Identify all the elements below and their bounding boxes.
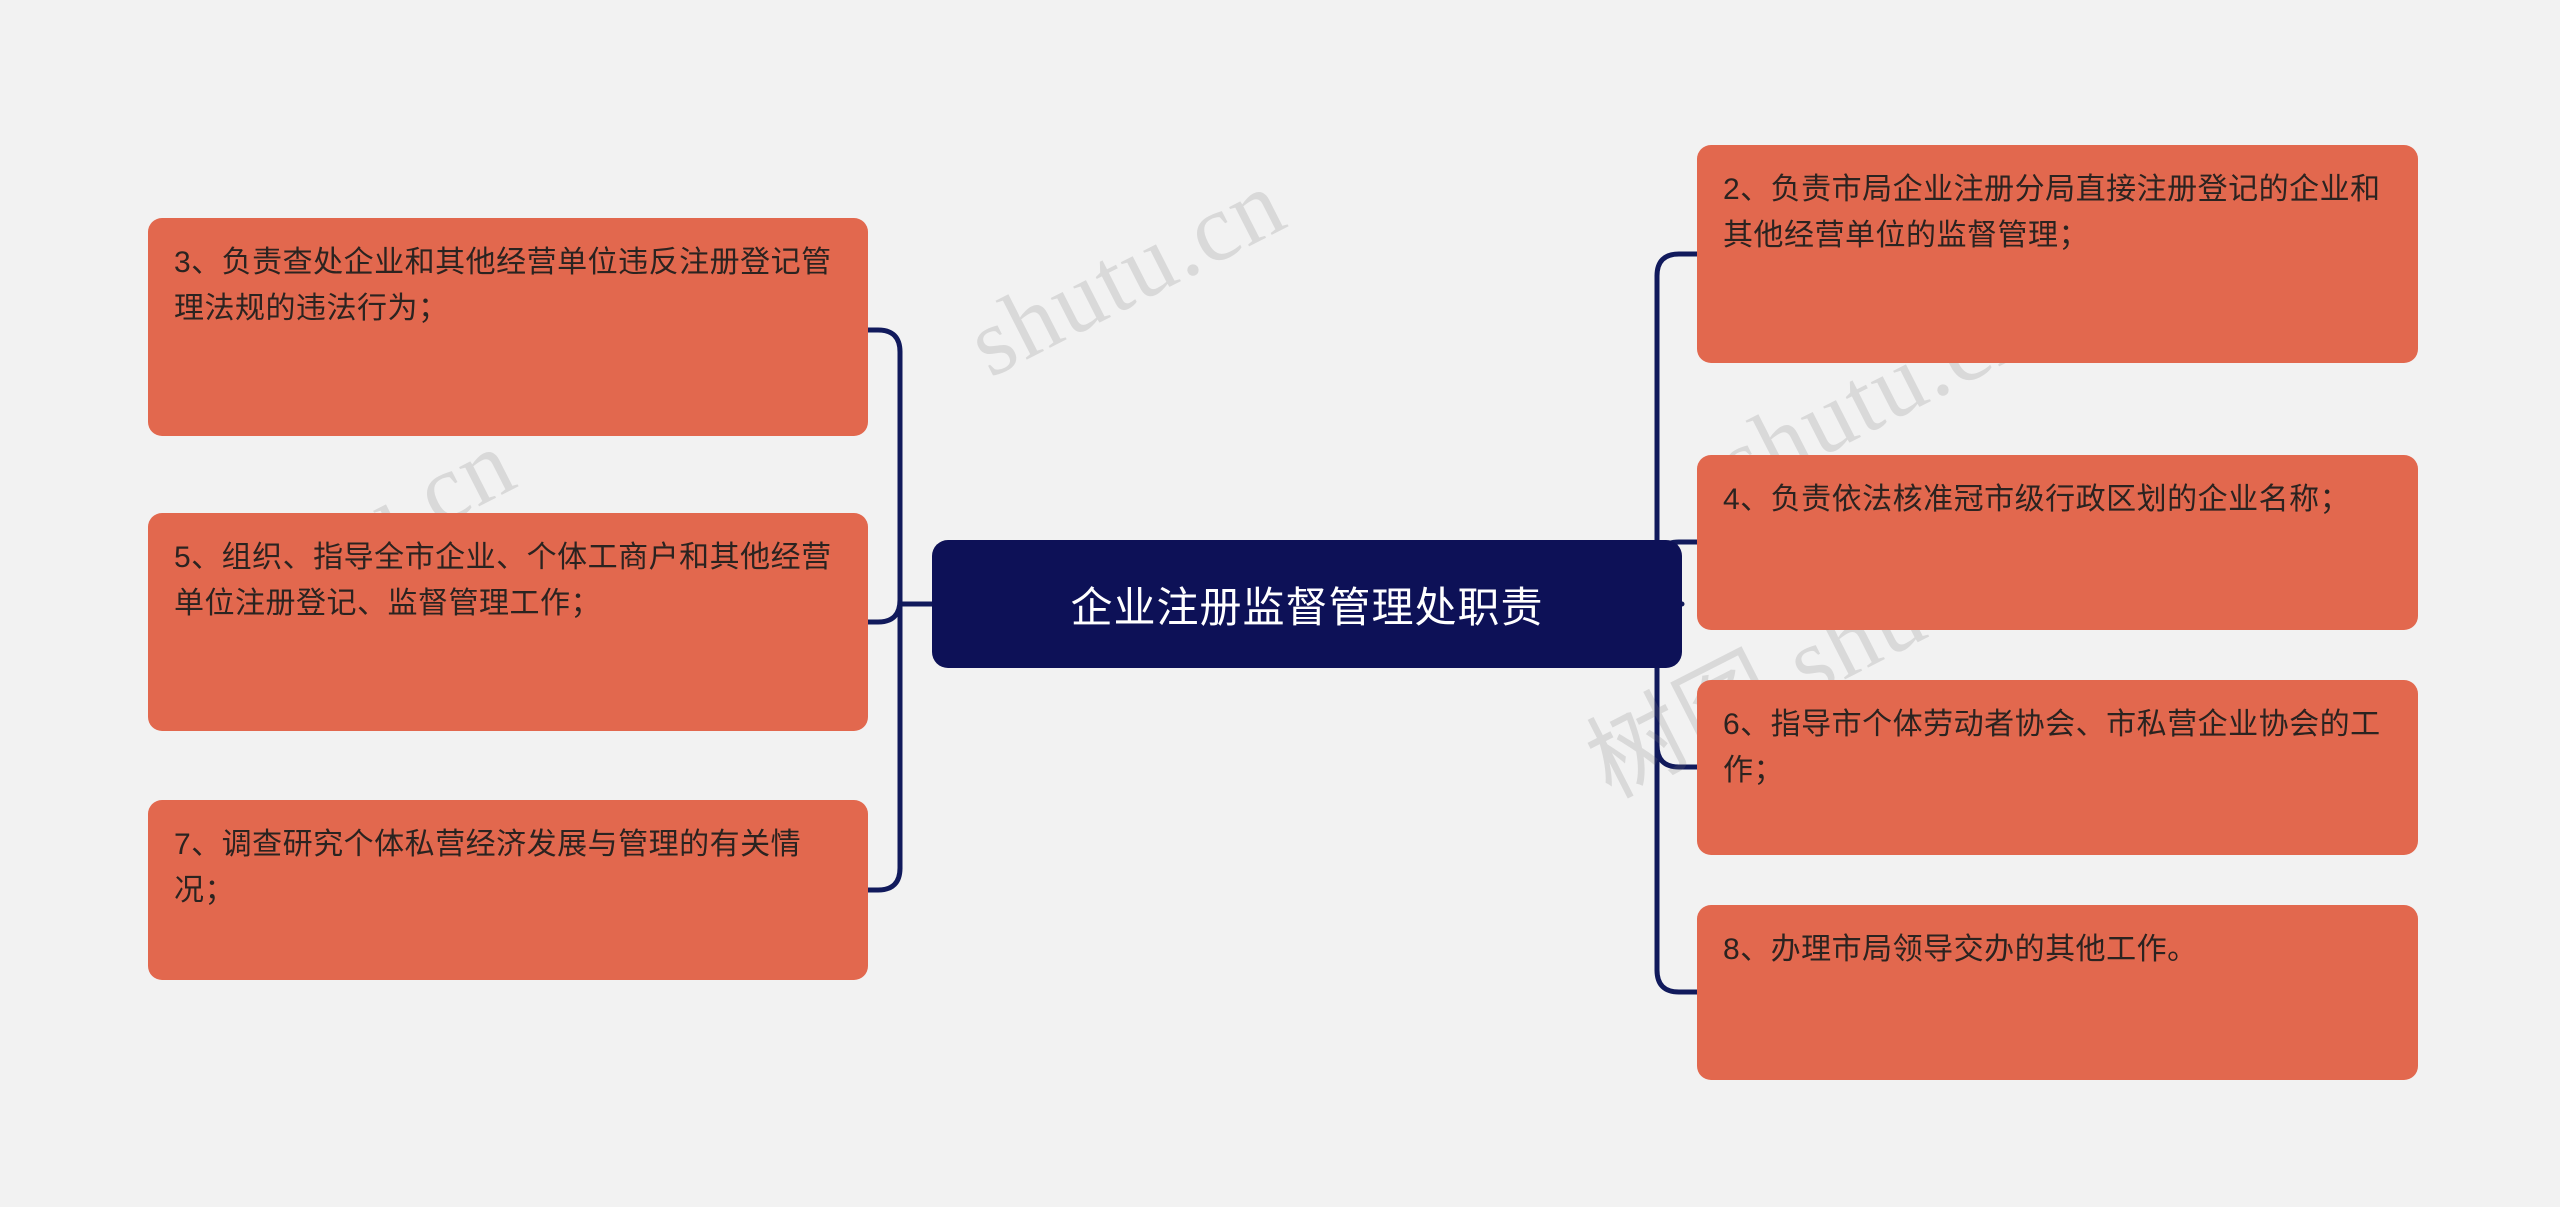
leaf-node-6[interactable]: 6、指导市个体劳动者协会、市私营企业协会的工作； xyxy=(1697,680,2418,855)
connector-path xyxy=(1654,251,1700,279)
leaf-node-2[interactable]: 2、负责市局企业注册分局直接注册登记的企业和其他经营单位的监督管理； xyxy=(1697,145,2418,363)
leaf-node-label: 8、办理市局领导交办的其他工作。 xyxy=(1723,933,2198,966)
connector-path xyxy=(865,327,903,355)
leaf-node-label: 6、指导市个体劳动者协会、市私营企业协会的工作； xyxy=(1723,708,2381,787)
connector-path xyxy=(1654,967,1700,995)
leaf-node-5[interactable]: 5、组织、指导全市企业、个体工商户和其他经营单位注册登记、监督管理工作； xyxy=(148,513,868,731)
connector-path xyxy=(1654,742,1700,770)
leaf-node-4[interactable]: 4、负责依法核准冠市级行政区划的企业名称； xyxy=(1697,455,2418,630)
leaf-node-8[interactable]: 8、办理市局领导交办的其他工作。 xyxy=(1697,905,2418,1080)
leaf-node-3[interactable]: 3、负责查处企业和其他经营单位违反注册登记管理法规的违法行为； xyxy=(148,218,868,436)
leaf-node-label: 3、负责查处企业和其他经营单位违反注册登记管理法规的违法行为； xyxy=(174,246,832,325)
connector-path xyxy=(865,597,903,625)
leaf-node-label: 2、负责市局企业注册分局直接注册登记的企业和其他经营单位的监督管理； xyxy=(1723,173,2381,252)
center-node[interactable]: 企业注册监督管理处职责 xyxy=(932,540,1682,668)
connector-path xyxy=(865,865,903,893)
leaf-node-label: 7、调查研究个体私营经济发展与管理的有关情况； xyxy=(174,828,802,907)
leaf-node-7[interactable]: 7、调查研究个体私营经济发展与管理的有关情况； xyxy=(148,800,868,980)
center-node-label: 企业注册监督管理处职责 xyxy=(1070,583,1544,631)
leaf-node-label: 4、负责依法核准冠市级行政区划的企业名称； xyxy=(1723,483,2351,516)
leaf-node-label: 5、组织、指导全市企业、个体工商户和其他经营单位注册登记、监督管理工作； xyxy=(174,541,832,620)
